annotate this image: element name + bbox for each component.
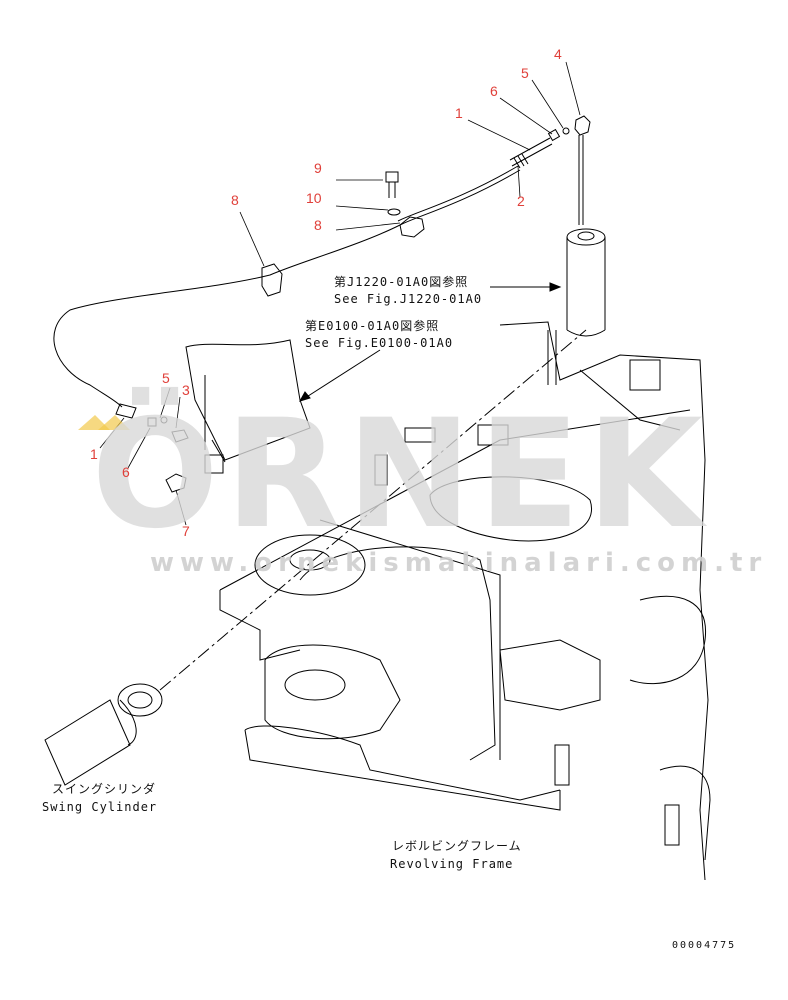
callout-8-mid: 8: [314, 217, 322, 233]
callout-3: 3: [182, 382, 190, 398]
ref-e0100-en: See Fig.E0100-01A0: [305, 336, 454, 350]
bracket-plate: [185, 339, 311, 474]
label-frame-jp: レボルビングフレーム: [392, 839, 522, 853]
top-fitting-assembly: [509, 115, 591, 169]
callout-1-top: 1: [455, 105, 463, 121]
ref-j1220-en: See Fig.J1220-01A0: [334, 292, 483, 306]
revolving-frame: [219, 321, 711, 881]
ref-j1220-jp: 第J1220-01A0図参照: [334, 275, 469, 289]
left-fitting-assembly: [115, 403, 189, 493]
label-frame-en: Revolving Frame: [390, 857, 514, 871]
figure-number: 00004775: [672, 940, 737, 951]
callout-5-left: 5: [162, 370, 170, 386]
watermark-url: www.ornekismakinalari.com.tr: [150, 548, 768, 578]
callout-6-left: 6: [122, 464, 130, 480]
callout-5-top: 5: [521, 65, 529, 81]
ref-e0100-jp: 第E0100-01A0図参照: [305, 319, 440, 333]
callout-10: 10: [306, 190, 322, 206]
label-swing-cylinder-en: Swing Cylinder: [42, 800, 158, 814]
callout-9: 9: [314, 160, 322, 176]
callout-6-top: 6: [490, 83, 498, 99]
callout-4: 4: [554, 46, 562, 62]
grease-tube: [53, 169, 521, 408]
swing-cylinder: [44, 683, 163, 786]
clamp-hardware: [261, 171, 425, 297]
label-swing-cylinder-jp: スイングシリンダ: [52, 782, 157, 796]
callout-8-top: 8: [231, 192, 239, 208]
callout-2: 2: [517, 193, 525, 209]
watermark-brand: ÖRNEK: [91, 388, 709, 562]
pin-cylinder: [566, 228, 606, 337]
callout-7: 7: [182, 523, 190, 539]
callout-1-left: 1: [90, 446, 98, 462]
